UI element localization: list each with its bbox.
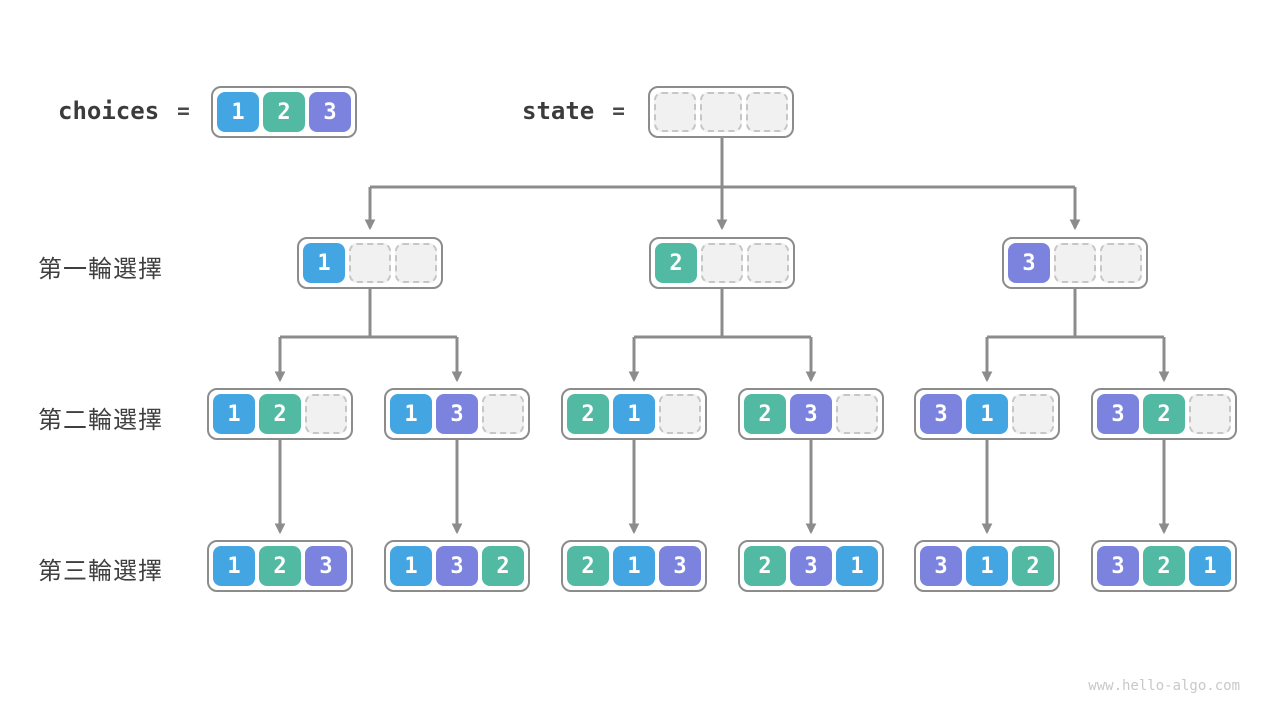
empty-cell bbox=[1012, 394, 1054, 434]
empty-cell bbox=[305, 394, 347, 434]
choice-cell-3: 3 bbox=[1097, 546, 1139, 586]
choice-cell-3: 3 bbox=[790, 546, 832, 586]
choice-cell-1: 1 bbox=[613, 394, 655, 434]
empty-cell bbox=[395, 243, 437, 283]
choice-cell-2: 2 bbox=[567, 546, 609, 586]
choice-cell-2: 2 bbox=[744, 394, 786, 434]
choice-cell-3: 3 bbox=[436, 394, 478, 434]
choice-cell-2: 2 bbox=[567, 394, 609, 434]
choices-equals-sign: = bbox=[177, 99, 190, 123]
choice-cell-1: 1 bbox=[966, 546, 1008, 586]
empty-cell bbox=[836, 394, 878, 434]
row-label-round-2: 第二輪選擇 bbox=[38, 406, 163, 434]
choice-cell-3: 3 bbox=[1008, 243, 1050, 283]
choice-cell-1: 1 bbox=[1189, 546, 1231, 586]
choice-cell-1: 1 bbox=[966, 394, 1008, 434]
choice-cell-2: 2 bbox=[482, 546, 524, 586]
choices-expression: choices = bbox=[58, 84, 190, 138]
empty-cell bbox=[1054, 243, 1096, 283]
empty-cell bbox=[1189, 394, 1231, 434]
choice-cell-2: 2 bbox=[1012, 546, 1054, 586]
choice-cell-1: 1 bbox=[390, 394, 432, 434]
choice-cell-2: 2 bbox=[263, 92, 305, 132]
choice-cell-1: 1 bbox=[303, 243, 345, 283]
website-watermark: www.hello-algo.com bbox=[1088, 678, 1240, 694]
choice-cell-1: 1 bbox=[217, 92, 259, 132]
empty-cell bbox=[482, 394, 524, 434]
choice-cell-2: 2 bbox=[1143, 394, 1185, 434]
state-label: state bbox=[522, 97, 595, 125]
state-node-r1-2: 3 bbox=[1002, 237, 1148, 289]
choice-cell-3: 3 bbox=[436, 546, 478, 586]
empty-cell bbox=[746, 92, 788, 132]
choice-cell-1: 1 bbox=[613, 546, 655, 586]
choice-cell-3: 3 bbox=[790, 394, 832, 434]
empty-cell bbox=[701, 243, 743, 283]
choice-cell-3: 3 bbox=[920, 394, 962, 434]
empty-cell bbox=[747, 243, 789, 283]
choice-cell-2: 2 bbox=[655, 243, 697, 283]
state-equals-sign: = bbox=[612, 99, 625, 123]
choice-cell-3: 3 bbox=[305, 546, 347, 586]
choice-cell-1: 1 bbox=[213, 394, 255, 434]
choice-cell-2: 2 bbox=[1143, 546, 1185, 586]
state-node-r1-1: 2 bbox=[649, 237, 795, 289]
state-node-r1-0: 1 bbox=[297, 237, 443, 289]
choice-cell-2: 2 bbox=[259, 394, 301, 434]
choice-cell-3: 3 bbox=[309, 92, 351, 132]
empty-cell bbox=[1100, 243, 1142, 283]
choice-cell-3: 3 bbox=[1097, 394, 1139, 434]
state-array bbox=[648, 86, 794, 138]
choice-cell-2: 2 bbox=[744, 546, 786, 586]
row-label-round-3: 第三輪選擇 bbox=[38, 557, 163, 585]
empty-cell bbox=[349, 243, 391, 283]
empty-cell bbox=[654, 92, 696, 132]
state-expression: state = bbox=[522, 84, 625, 138]
choice-cell-1: 1 bbox=[836, 546, 878, 586]
empty-cell bbox=[700, 92, 742, 132]
choice-cell-2: 2 bbox=[259, 546, 301, 586]
choice-cell-1: 1 bbox=[390, 546, 432, 586]
choices-label: choices bbox=[58, 97, 160, 125]
empty-cell bbox=[659, 394, 701, 434]
choice-cell-1: 1 bbox=[213, 546, 255, 586]
row-label-round-1: 第一輪選擇 bbox=[38, 255, 163, 283]
choice-cell-3: 3 bbox=[920, 546, 962, 586]
choice-cell-3: 3 bbox=[659, 546, 701, 586]
